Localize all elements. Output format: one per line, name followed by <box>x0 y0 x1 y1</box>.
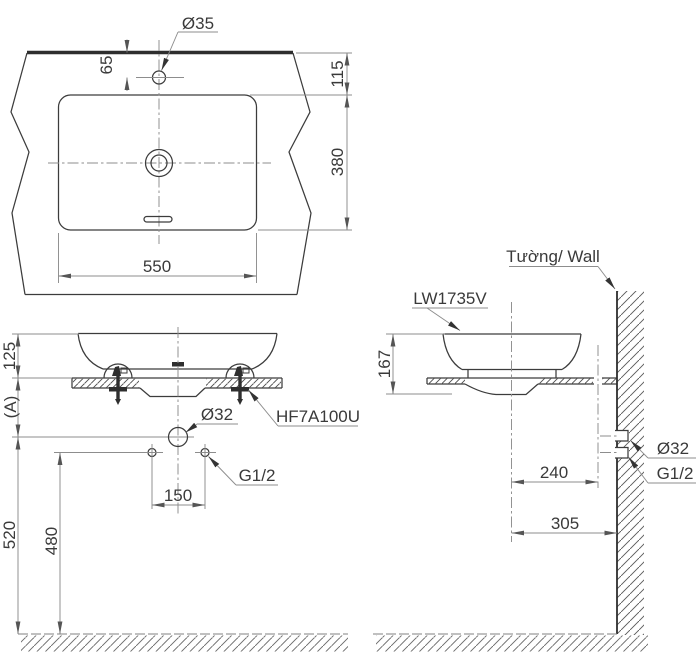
center-setting-mark <box>172 362 184 367</box>
wall-notch-mask-2 <box>614 447 629 458</box>
drain-hole-front <box>167 426 189 448</box>
dim-305-label: 305 <box>551 514 579 533</box>
basin-left-profile-side <box>442 333 463 371</box>
side-counter-hatch-1 <box>428 378 465 384</box>
side-counter-hatch-2 <box>539 378 593 384</box>
fitting-label-leader <box>248 389 279 427</box>
supply-thread-label-side: G1/2 <box>657 464 694 483</box>
supply-stub-outline <box>615 446 629 459</box>
drain-outer-circle <box>144 148 174 178</box>
dim-125-label: 125 <box>0 342 19 370</box>
clamp-dome <box>225 363 255 379</box>
dim-65-label: 65 <box>97 56 116 75</box>
dim-520-label: 520 <box>0 521 19 549</box>
floor-hatch-side <box>376 635 648 652</box>
drain-stub-outline <box>615 429 629 442</box>
bolt-crossbar <box>109 387 127 392</box>
counter-right-break-line <box>288 52 312 295</box>
faucet-hole-diameter-label: Ø35 <box>182 14 214 33</box>
drain-inner-circle <box>150 154 168 172</box>
drain-label-leader-front <box>185 422 198 433</box>
basin-outline-top <box>57 94 258 231</box>
supply-label-leader-front <box>208 456 237 486</box>
top-view: 65 115 380 550 Ø35 <box>10 14 352 296</box>
drain-label-leader-side <box>630 440 649 459</box>
side-counter-hatch-3 <box>602 378 617 384</box>
dim-380-label: 380 <box>328 148 347 176</box>
basin-right-profile-side <box>561 333 582 371</box>
dim-550-label: 550 <box>143 257 171 276</box>
supply-label-leader-side <box>628 456 649 484</box>
basin-right-profile <box>251 333 278 370</box>
faucet-label-leader <box>161 31 179 71</box>
clamp-left <box>103 363 133 405</box>
counter-left-break-line <box>10 52 30 295</box>
clamp-detail <box>120 367 128 374</box>
bolt-tip <box>115 399 121 405</box>
counter-hatch-left <box>73 378 139 388</box>
dim-A-label: (A) <box>1 396 20 419</box>
dim-167-label: 167 <box>375 350 394 378</box>
bolt-stem <box>238 372 242 399</box>
clamp-detail <box>242 367 250 374</box>
wall-hatch <box>617 291 644 635</box>
dim-150-label: 150 <box>164 486 192 505</box>
wall-label: Tường/ Wall <box>506 247 600 266</box>
drain-boss-front <box>139 387 206 398</box>
supply-thread-label-front: G1/2 <box>239 466 276 485</box>
dim-115-label: 115 <box>328 60 347 87</box>
drain-diameter-label-side: Ø32 <box>657 439 689 458</box>
overflow-slot <box>143 215 173 223</box>
drain-boss-side <box>464 383 539 396</box>
dim-480-label: 480 <box>42 527 61 555</box>
side-view: 167 240 305 LW1735V Tường/ Wall Ø32 G1/2 <box>373 247 696 652</box>
clamp-dome <box>103 363 133 379</box>
counter-hatch-right <box>206 378 281 388</box>
clamp-right <box>225 363 255 405</box>
drain-diameter-label-front: Ø32 <box>201 405 233 424</box>
model-code-label: LW1735V <box>413 289 487 308</box>
bolt-tip <box>237 399 243 405</box>
bolt-stem <box>116 372 120 399</box>
front-view: 150 125 (A) 520 480 Ø32 G1/2 HF7A100U <box>0 327 360 652</box>
wall-label-leader <box>597 266 616 290</box>
bolt-crossbar <box>231 387 249 392</box>
wall-notch-mask-1 <box>614 430 629 441</box>
fitting-code-label: HF7A100U <box>276 407 360 426</box>
floor-hatch-front <box>21 635 348 652</box>
dim-240-label: 240 <box>540 463 568 482</box>
model-label-leader <box>426 307 461 331</box>
basin-left-profile <box>77 333 104 370</box>
